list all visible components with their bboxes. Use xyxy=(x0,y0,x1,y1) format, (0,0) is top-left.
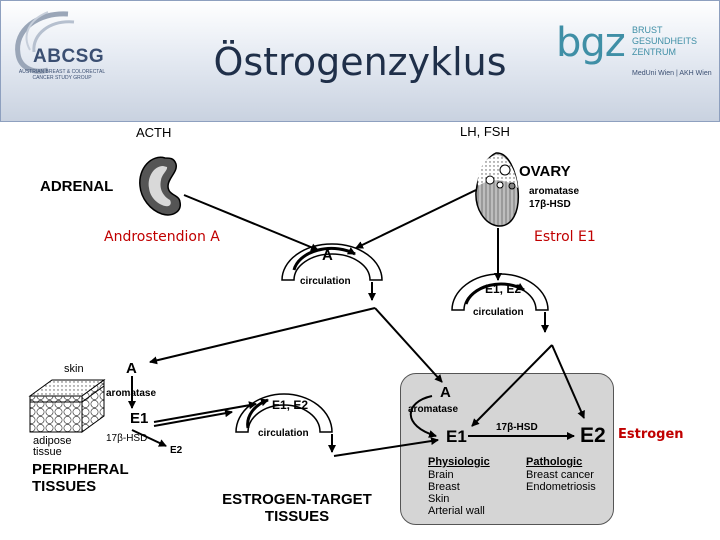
circulation-1-label: circulation xyxy=(300,276,351,287)
lh-fsh-label: LH, FSH xyxy=(460,124,510,139)
abcsg-logo-subtitle: AUSTRIAN BREAST & COLORECTAL CANCER STUD… xyxy=(18,69,106,81)
target-aromatase-label: aromatase xyxy=(408,404,459,415)
physiologic-item: Arterial wall xyxy=(428,505,485,517)
page-title: Östrogenzyklus xyxy=(213,40,507,84)
adrenal-gland-icon xyxy=(139,156,181,216)
pathway-arrows xyxy=(128,189,585,457)
abcsg-logo-text: ABCSG xyxy=(33,46,105,67)
pathologic-item: Endometriosis xyxy=(526,481,596,493)
circulation-2-label: circulation xyxy=(473,307,524,318)
adipose-tissue-block-icon xyxy=(28,379,106,433)
abcsg-swirl-icon xyxy=(15,11,75,74)
circulation-arc-3 xyxy=(235,393,336,453)
periph-aromatase-label: aromatase xyxy=(106,388,157,399)
circulation-3-E: E1, E2 xyxy=(272,398,309,412)
slide-header xyxy=(0,0,720,122)
androstendion-label: Androstendion A xyxy=(104,229,220,245)
physiologic-title: Physiologic xyxy=(428,456,490,468)
bgz-line-3: ZENTRUM xyxy=(632,47,676,57)
estrogen-label: Estrogen xyxy=(618,427,684,442)
periph-E1-label: E1 xyxy=(130,410,149,427)
bgz-logo-subtitle: MedUni Wien | AKH Wien xyxy=(632,70,712,77)
pathologic-item: Breast cancer xyxy=(526,469,594,481)
periph-hsd-label: 17β-HSD xyxy=(106,433,148,444)
bgz-line-2: GESUNDHEITS xyxy=(632,36,698,46)
peripheral-tissues-title: PERIPHERAL TISSUES xyxy=(32,461,129,495)
circulation-3-label: circulation xyxy=(258,428,309,439)
estrogen-target-tissues-title: ESTROGEN-TARGET TISSUES xyxy=(222,491,372,525)
periph-adipose-label: adipose tissue xyxy=(33,435,72,458)
target-E2-label: E2 xyxy=(580,424,606,447)
circulation-1-A: A xyxy=(322,247,333,264)
ovary-hsd-label: 17β-HSD xyxy=(529,199,571,210)
physiologic-item: Breast xyxy=(428,481,460,493)
bgz-logo-text: bgz xyxy=(556,20,626,66)
ovary-label: OVARY xyxy=(519,163,571,180)
circulation-2-E: E1, E2 xyxy=(485,282,522,296)
target-E1-label: E1 xyxy=(446,427,467,446)
bgz-line-1: BRUST xyxy=(632,25,663,35)
estrol-label: Estrol E1 xyxy=(534,229,596,245)
acth-label: ACTH xyxy=(136,125,172,140)
bgz-logo-lines: BRUST GESUNDHEITS ZENTRUM xyxy=(632,25,697,58)
periph-A-label: A xyxy=(126,360,137,377)
pathologic-title: Pathologic xyxy=(526,456,583,468)
adrenal-label: ADRENAL xyxy=(40,178,114,195)
pathologic-list: Breast cancer Endometriosis xyxy=(526,469,596,493)
physiologic-item: Skin xyxy=(428,493,450,505)
circulation-arc-2 xyxy=(451,273,549,333)
periph-skin-label: skin xyxy=(64,363,84,375)
ovary-icon xyxy=(475,152,520,227)
physiologic-list: Brain Breast Skin Arterial wall xyxy=(428,469,485,517)
ovary-aromatase-label: aromatase xyxy=(529,186,580,197)
periph-E2-label: E2 xyxy=(170,445,183,456)
target-tissue-box xyxy=(400,373,614,525)
target-hsd-label: 17β-HSD xyxy=(496,422,538,433)
target-A-label: A xyxy=(440,384,451,401)
physiologic-item: Brain xyxy=(428,469,454,481)
